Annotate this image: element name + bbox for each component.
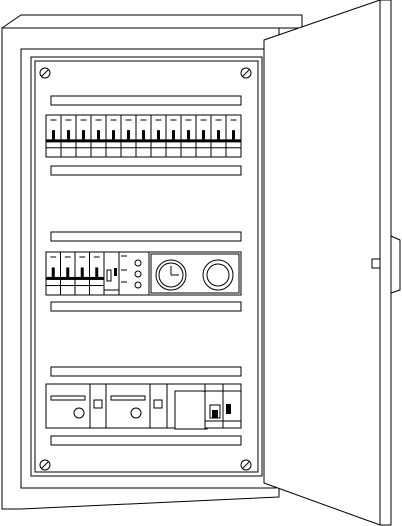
row-1-breaker — [45, 114, 62, 158]
indicator-lamp-module — [118, 251, 150, 296]
cover-strip-1 — [50, 95, 242, 106]
breaker-row-2 — [45, 251, 105, 296]
cover-strip-4 — [50, 301, 242, 312]
row-2-breaker — [74, 251, 90, 296]
row-2-breaker — [45, 251, 61, 296]
row-1-breaker — [60, 114, 77, 158]
meter-terminal-1 — [89, 383, 107, 429]
meter-terminal-2 — [149, 383, 168, 429]
round-gauge — [202, 259, 234, 291]
screw-bottom-left — [39, 459, 51, 471]
row-1-breaker — [180, 114, 197, 158]
row-1-breaker — [195, 114, 212, 158]
row-1-breaker — [225, 114, 242, 158]
breaker-row-1 — [45, 114, 242, 158]
relay-module — [204, 383, 242, 429]
cover-strip-2 — [50, 165, 242, 176]
row-1-breaker — [165, 114, 182, 158]
screw-top-right — [240, 67, 252, 79]
mounting-plate-inner-edge — [34, 60, 259, 473]
selector-switch — [103, 251, 120, 296]
row-1-breaker — [135, 114, 152, 158]
row-2-breaker — [89, 251, 105, 296]
open-door — [263, 0, 392, 526]
row-1-breaker — [150, 114, 167, 158]
row-1-breaker — [90, 114, 107, 158]
cover-strip-6 — [50, 435, 242, 446]
row-2-breaker — [60, 251, 76, 296]
screw-bottom-right — [240, 459, 252, 471]
row-1-breaker — [120, 114, 137, 158]
door-handle[interactable] — [390, 235, 401, 294]
cover-strip-3 — [50, 231, 242, 242]
door-lock — [371, 258, 381, 269]
energy-meter-2 — [105, 383, 151, 429]
row-1-breaker — [210, 114, 227, 158]
contactor-module — [166, 383, 208, 430]
energy-meter-1 — [45, 383, 91, 429]
screw-top-left — [39, 67, 51, 79]
row-1-breaker — [75, 114, 92, 158]
row-1-breaker — [105, 114, 122, 158]
cover-strip-5 — [50, 366, 242, 377]
